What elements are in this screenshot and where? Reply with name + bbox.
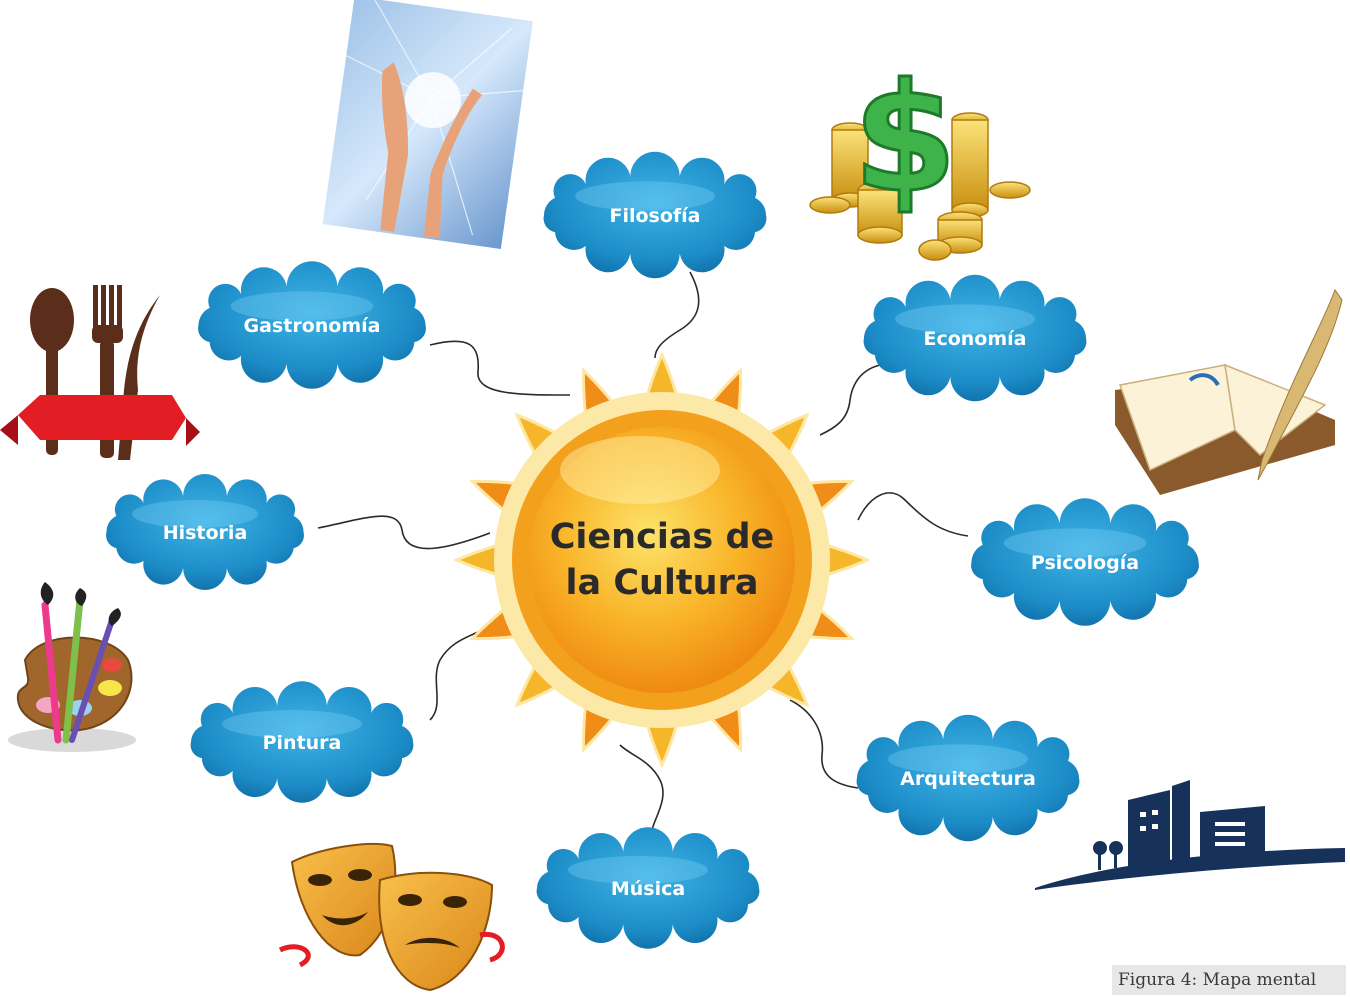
node-label-psicologia: Psicología <box>1031 552 1139 574</box>
cloud-shape <box>971 498 1199 626</box>
connector-musica <box>619 744 664 839</box>
cloud-highlight <box>1003 528 1147 558</box>
cloud-shape <box>190 681 414 803</box>
book-quill-icon <box>1115 288 1343 495</box>
palette-icon <box>8 582 136 752</box>
cloud-economia: Economía <box>863 274 1087 402</box>
theater-masks-icon <box>278 843 505 992</box>
cloud-highlight <box>575 181 715 211</box>
cloud-shape <box>106 473 304 590</box>
cloud-highlight <box>230 291 374 321</box>
connector-psicologia <box>857 492 969 537</box>
cloud-shape <box>198 261 426 389</box>
cloud-historia: Historia <box>106 473 304 590</box>
node-label-arquitectura: Arquitectura <box>900 768 1036 790</box>
node-label-economia: Economía <box>923 328 1026 350</box>
center-title-line1: Ciencias de <box>550 517 775 557</box>
building-icon <box>1035 780 1345 890</box>
cloud-arquitectura: Arquitectura <box>856 714 1080 842</box>
connector-gastronomia <box>429 340 571 396</box>
cloud-pintura: Pintura <box>190 681 414 803</box>
node-label-gastronomia: Gastronomía <box>244 315 381 337</box>
cloud-psicologia: Psicología <box>971 498 1199 626</box>
connector-filosofia <box>654 271 700 359</box>
sun-highlight <box>560 436 720 504</box>
cloud-highlight <box>132 500 258 528</box>
cloud-highlight <box>895 304 1035 334</box>
cloud-shape <box>856 714 1080 842</box>
cloud-gastronomia: Gastronomía <box>198 261 426 389</box>
sun: Ciencias de la Cultura <box>453 351 871 769</box>
connectors <box>317 271 969 839</box>
topic-clouds: FilosofíaGastronomíaEconomíaHistoriaPsic… <box>106 151 1199 949</box>
cloud-shape <box>536 827 760 949</box>
node-label-historia: Historia <box>163 522 248 544</box>
praying-hands-image <box>322 0 533 250</box>
cloud-highlight <box>568 856 708 884</box>
node-label-musica: Música <box>611 878 685 900</box>
connector-arquitectura <box>789 699 859 789</box>
cloud-shape <box>863 274 1087 402</box>
connector-pintura <box>429 631 479 721</box>
cloud-musica: Música <box>536 827 760 949</box>
sun-core <box>529 427 795 693</box>
figure-caption: Figura 4: Mapa mental <box>1112 965 1346 995</box>
node-label-filosofia: Filosofía <box>609 205 700 227</box>
connector-historia <box>317 515 491 550</box>
connector-economia <box>819 364 881 436</box>
cloud-highlight <box>222 710 362 738</box>
cutlery-icon <box>0 285 200 460</box>
cloud-highlight <box>888 744 1028 774</box>
cloud-shape <box>543 151 767 279</box>
money-icon: $ <box>809 51 1031 261</box>
center-title-line2: la Cultura <box>566 563 759 603</box>
cloud-filosofia: Filosofía <box>543 151 767 279</box>
svg-text:$: $ <box>853 52 957 226</box>
node-label-pintura: Pintura <box>263 732 342 754</box>
